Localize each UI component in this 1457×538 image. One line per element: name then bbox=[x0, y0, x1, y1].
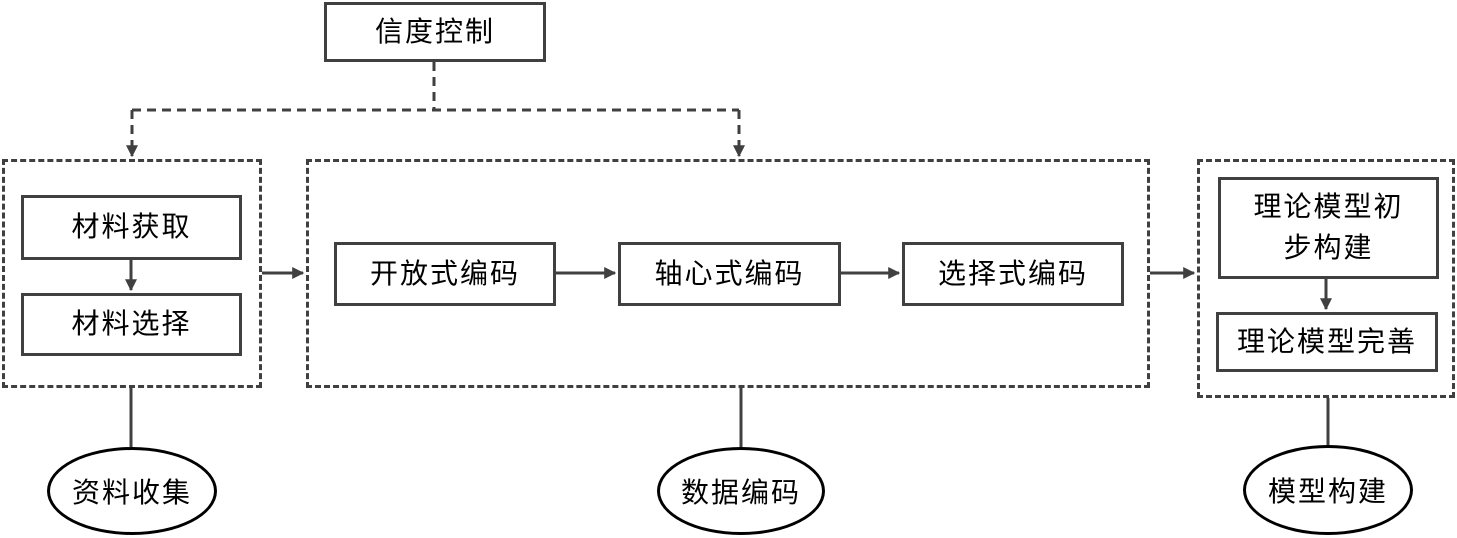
model-building-label: 模型构建 bbox=[1243, 445, 1413, 535]
open-coding-box: 开放式编码 bbox=[334, 242, 556, 306]
model-building-group bbox=[1197, 159, 1455, 398]
material-select-box: 材料选择 bbox=[21, 293, 242, 356]
data-coding-label: 数据编码 bbox=[657, 447, 825, 535]
material-acquire-box: 材料获取 bbox=[21, 195, 242, 260]
initial-model-box: 理论模型初 步构建 bbox=[1218, 177, 1439, 279]
axial-coding-box: 轴心式编码 bbox=[618, 242, 841, 306]
reliability-connector bbox=[132, 62, 739, 112]
reliability-control-box: 信度控制 bbox=[324, 2, 546, 62]
data-coding-group bbox=[306, 159, 1150, 388]
selective-coding-box: 选择式编码 bbox=[902, 242, 1124, 306]
data-collection-label: 资料收集 bbox=[47, 447, 217, 535]
data-collection-group bbox=[2, 159, 262, 388]
model-refine-box: 理论模型完善 bbox=[1216, 312, 1438, 372]
